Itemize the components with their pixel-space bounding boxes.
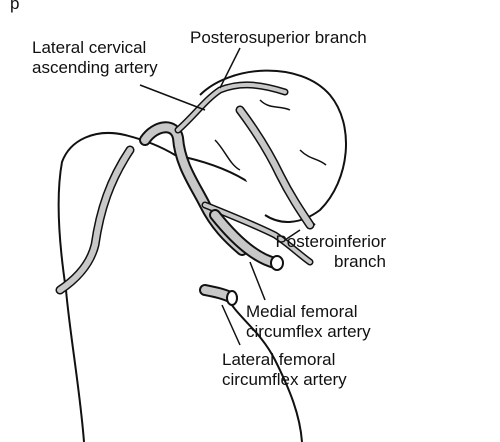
label-posterosuperior-branch: Posterosuperior branch: [190, 28, 367, 47]
medial-femoral-vessel-end: [270, 255, 284, 271]
label-lateral-femoral-circumflex-artery: Lateral femoral circumflex artery: [222, 350, 347, 389]
head-branches: [214, 99, 327, 171]
corner-mark: p: [10, 0, 20, 13]
lateral-femoral-vessel-end: [226, 290, 238, 306]
leader-posteroinferior: [284, 229, 301, 241]
label-lateral-cervical-ascending-artery: Lateral cervical ascending artery: [32, 38, 158, 77]
label-medial-femoral-circumflex-artery: Medial femoral circumflex artery: [246, 302, 371, 341]
label-posteroinferior-branch: Posteroinferior branch: [275, 232, 386, 271]
leader-lateral-femoral: [221, 304, 241, 346]
leader-posterosuperior: [219, 47, 241, 89]
leader-lateral-cervical: [139, 84, 206, 111]
femur-outline: [57, 132, 316, 442]
femoral-head: [199, 69, 347, 223]
leader-medial-femoral: [249, 261, 266, 301]
